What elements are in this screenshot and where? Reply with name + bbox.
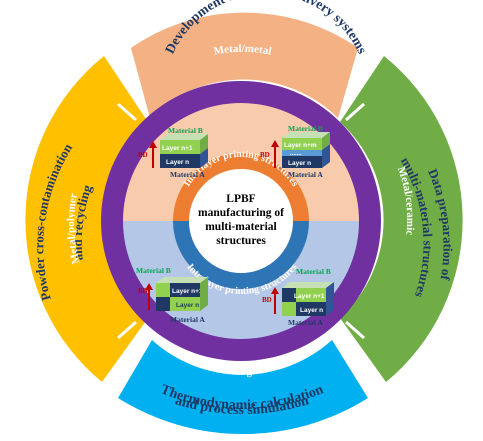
bd-label: BD [138, 151, 148, 159]
center-line-2: manufacturing of [198, 207, 284, 219]
block-intralayer-right: Material B Layer n+1 Layer n Material A … [262, 267, 334, 327]
layer-bottom-label: Layer n [166, 159, 189, 166]
ring-label-metal-metal: Metal/metal [213, 43, 273, 58]
block-intralayer-left: Material B Layer n+1 Layer n Material A … [136, 266, 208, 324]
material-a-label: Material A [288, 318, 323, 327]
layer-top-label: Layer n+1 [294, 293, 325, 300]
material-b-label: Material B [296, 267, 331, 276]
cell-green-top [296, 288, 326, 302]
segment-bottom-simulation [118, 340, 368, 435]
arrow-head-icon [145, 283, 153, 290]
intralayer-band [173, 221, 309, 289]
segment-right-data-preparation [340, 56, 463, 382]
ring-label-metal-glass: Metal/glass [216, 363, 271, 378]
cell-navy-bottom [296, 302, 326, 316]
cell-green-a [156, 283, 170, 297]
block-interlayer-left: Material B Layer n+1 Layer n Material A … [138, 126, 208, 179]
block-top-face [156, 277, 208, 283]
bd-label: BD [138, 287, 148, 295]
layer-bottom-label: Layer n [288, 160, 311, 167]
block-side-face [326, 282, 334, 316]
ring-separators [117, 102, 365, 340]
center-line-4: structures [216, 235, 266, 247]
cell-green-b [170, 297, 200, 311]
layer-top-face [282, 138, 322, 150]
layer-bottom-face [282, 156, 322, 168]
layer-top-label: Layer n+m [284, 142, 317, 149]
interlayer-band [173, 153, 309, 221]
material-a-label: Material A [288, 170, 323, 179]
center-disc [189, 169, 293, 273]
cell-navy-a [170, 283, 200, 297]
layer-middle-face [282, 150, 322, 156]
arrow-head-icon [149, 141, 157, 148]
layer-bottom-side [200, 148, 208, 168]
block-side-face [200, 277, 208, 311]
layer-bottom-label: Layer n [300, 307, 323, 314]
bd-label: BD [262, 296, 272, 304]
layer-dots: ....... [290, 151, 302, 157]
block-top-face [282, 282, 334, 288]
material-b-label: Material B [288, 124, 323, 133]
center-line-3: multi-material [205, 221, 277, 233]
segment-left-cross-contamination [25, 56, 149, 382]
arrow-head-icon [271, 140, 279, 147]
material-a-label: Material A [170, 315, 205, 324]
material-a-label: Material A [170, 170, 205, 179]
cell-green-bottom [282, 302, 296, 316]
layer-top-face [160, 140, 200, 154]
layer-top-label: Layer n+1 [172, 288, 203, 295]
center-title: LPBF manufacturing of multi-material str… [198, 193, 284, 247]
arrow-head-icon [271, 287, 279, 294]
block-top-face [160, 134, 208, 140]
block-interlayer-right: Material B Layer n+m ....... Layer n Mat… [260, 124, 330, 179]
layer-bottom-label: Layer n [176, 302, 199, 309]
cell-navy-b [156, 297, 170, 311]
material-b-label: Material B [168, 126, 203, 135]
bd-label: BD [260, 151, 270, 159]
layer-bottom-face [160, 154, 200, 168]
center-line-1: LPBF [226, 193, 255, 205]
layer-top-side [200, 134, 208, 154]
layer-bottom-side [322, 144, 330, 168]
layer-top-label: Layer n+1 [162, 145, 193, 152]
material-b-label: Material B [136, 266, 171, 275]
block-top-face [282, 132, 330, 138]
